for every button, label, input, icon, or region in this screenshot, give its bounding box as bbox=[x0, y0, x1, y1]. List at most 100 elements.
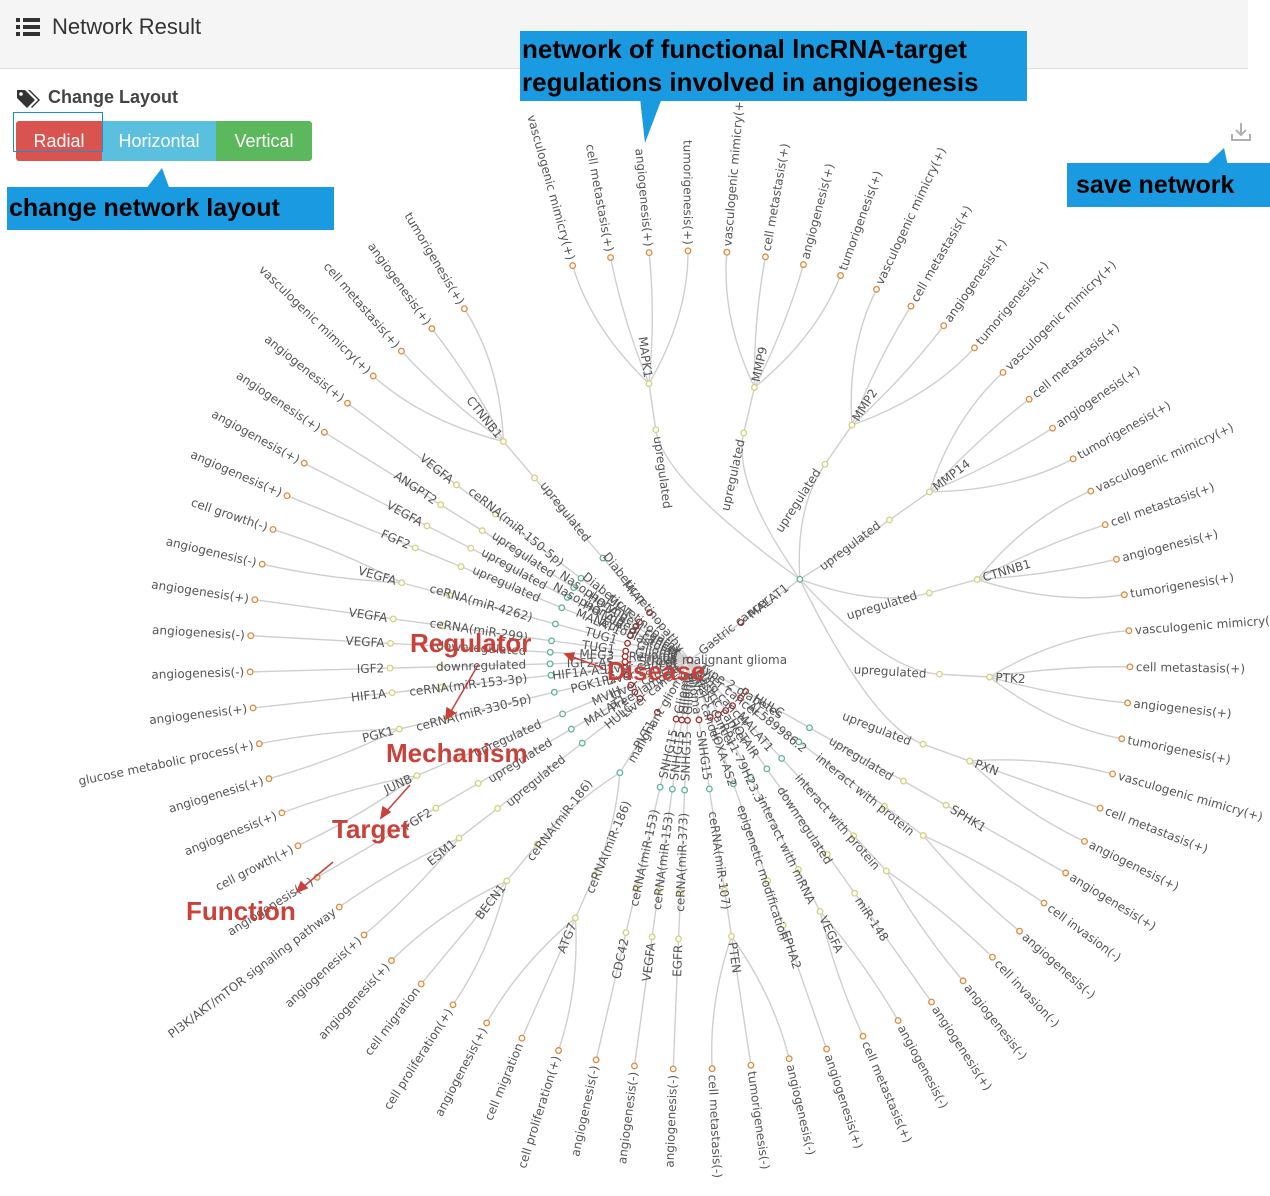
function-node[interactable] bbox=[1126, 663, 1134, 671]
regulator-node[interactable] bbox=[547, 671, 555, 679]
regulator-node[interactable] bbox=[578, 739, 586, 747]
target-node[interactable] bbox=[985, 673, 993, 681]
regulator-node[interactable] bbox=[616, 769, 624, 777]
function-node[interactable] bbox=[344, 399, 351, 407]
function-node[interactable] bbox=[269, 525, 277, 533]
function-node[interactable] bbox=[645, 249, 653, 257]
regulator-node[interactable] bbox=[656, 783, 664, 791]
function-node[interactable] bbox=[1016, 927, 1023, 935]
target-node[interactable] bbox=[851, 889, 859, 897]
mechanism-node[interactable] bbox=[474, 779, 482, 787]
mechanism-node[interactable] bbox=[850, 832, 858, 840]
disease-node[interactable] bbox=[684, 716, 691, 724]
function-node[interactable] bbox=[940, 322, 948, 330]
disease-node[interactable] bbox=[678, 716, 686, 724]
mechanism-node[interactable] bbox=[764, 877, 772, 885]
function-node[interactable] bbox=[1025, 395, 1033, 403]
regulator-node[interactable] bbox=[806, 724, 813, 732]
target-node[interactable] bbox=[389, 615, 397, 623]
function-node[interactable] bbox=[360, 931, 368, 939]
disease-node[interactable] bbox=[635, 618, 643, 626]
mechanism-node[interactable] bbox=[591, 871, 598, 879]
function-node[interactable] bbox=[837, 272, 845, 279]
target-node[interactable] bbox=[411, 544, 419, 552]
target-node[interactable] bbox=[622, 929, 630, 937]
regulator-node[interactable] bbox=[599, 554, 607, 562]
regulator-node[interactable] bbox=[747, 773, 755, 781]
function-node[interactable] bbox=[397, 347, 405, 355]
disease-node[interactable] bbox=[646, 609, 654, 617]
mechanism-node[interactable] bbox=[721, 886, 729, 894]
regulator-node[interactable] bbox=[681, 786, 689, 794]
mechanism-node[interactable] bbox=[886, 516, 893, 524]
function-node[interactable] bbox=[1125, 627, 1133, 635]
function-node[interactable] bbox=[300, 459, 308, 467]
mechanism-node[interactable] bbox=[457, 563, 465, 571]
function-node[interactable] bbox=[247, 632, 255, 640]
mechanism-node[interactable] bbox=[880, 802, 888, 810]
function-node[interactable] bbox=[246, 668, 254, 676]
regulator-node[interactable] bbox=[550, 688, 558, 696]
function-node[interactable] bbox=[335, 903, 343, 911]
mechanism-node[interactable] bbox=[491, 510, 499, 518]
function-node[interactable] bbox=[417, 980, 425, 988]
regulator-node[interactable] bbox=[546, 648, 554, 656]
function-node[interactable] bbox=[278, 809, 286, 817]
mechanism-node[interactable] bbox=[633, 883, 641, 891]
target-node[interactable] bbox=[973, 576, 981, 583]
mechanism-node[interactable] bbox=[823, 850, 831, 858]
disease-node[interactable] bbox=[695, 716, 703, 724]
function-node[interactable] bbox=[669, 1065, 677, 1073]
target-node[interactable] bbox=[437, 501, 445, 509]
mechanism-node[interactable] bbox=[478, 527, 486, 535]
function-node[interactable] bbox=[1109, 770, 1117, 778]
mechanism-node[interactable] bbox=[438, 683, 446, 691]
target-node[interactable] bbox=[571, 914, 579, 922]
function-node[interactable] bbox=[388, 957, 395, 965]
mechanism-node[interactable] bbox=[654, 887, 662, 895]
target-node[interactable] bbox=[942, 801, 950, 809]
function-node[interactable] bbox=[747, 1061, 755, 1069]
disease-node[interactable] bbox=[629, 627, 637, 635]
function-node[interactable] bbox=[723, 248, 731, 256]
target-node[interactable] bbox=[423, 522, 431, 530]
function-node[interactable] bbox=[708, 1065, 716, 1073]
target-node[interactable] bbox=[816, 907, 824, 915]
target-node[interactable] bbox=[675, 935, 683, 943]
target-node[interactable] bbox=[500, 438, 507, 445]
regulator-node[interactable] bbox=[570, 584, 578, 591]
regulator-node[interactable] bbox=[705, 785, 713, 793]
function-node[interactable] bbox=[460, 305, 468, 313]
target-node[interactable] bbox=[395, 725, 403, 733]
function-node[interactable] bbox=[959, 977, 967, 985]
function-node[interactable] bbox=[928, 998, 935, 1006]
regulator-node[interactable] bbox=[795, 738, 803, 746]
disease-node[interactable] bbox=[706, 714, 714, 721]
target-node[interactable] bbox=[848, 421, 856, 429]
function-node[interactable] bbox=[265, 775, 273, 783]
function-node[interactable] bbox=[369, 372, 377, 380]
function-node[interactable] bbox=[873, 285, 880, 293]
horizontal-layout-button[interactable]: Horizontal bbox=[102, 121, 216, 161]
function-node[interactable] bbox=[989, 953, 996, 961]
disease-node[interactable] bbox=[653, 708, 661, 716]
function-node[interactable] bbox=[999, 368, 1007, 376]
mechanism-node[interactable] bbox=[533, 840, 541, 848]
function-node[interactable] bbox=[823, 1045, 831, 1053]
disease-node[interactable] bbox=[737, 694, 744, 702]
disease-node[interactable] bbox=[622, 647, 630, 655]
disease-node[interactable] bbox=[623, 671, 631, 679]
function-node[interactable] bbox=[592, 1056, 600, 1064]
disease-node[interactable] bbox=[624, 639, 631, 647]
target-node[interactable] bbox=[779, 921, 787, 929]
function-node[interactable] bbox=[785, 1055, 793, 1063]
function-node[interactable] bbox=[555, 1047, 562, 1054]
target-node[interactable] bbox=[966, 757, 974, 765]
regulator-node[interactable] bbox=[730, 780, 737, 788]
download-icon[interactable] bbox=[1230, 121, 1252, 143]
function-node[interactable] bbox=[907, 302, 915, 310]
target-node[interactable] bbox=[413, 772, 421, 780]
center-node[interactable] bbox=[686, 656, 694, 664]
target-node[interactable] bbox=[648, 933, 656, 941]
function-node[interactable] bbox=[971, 344, 978, 352]
